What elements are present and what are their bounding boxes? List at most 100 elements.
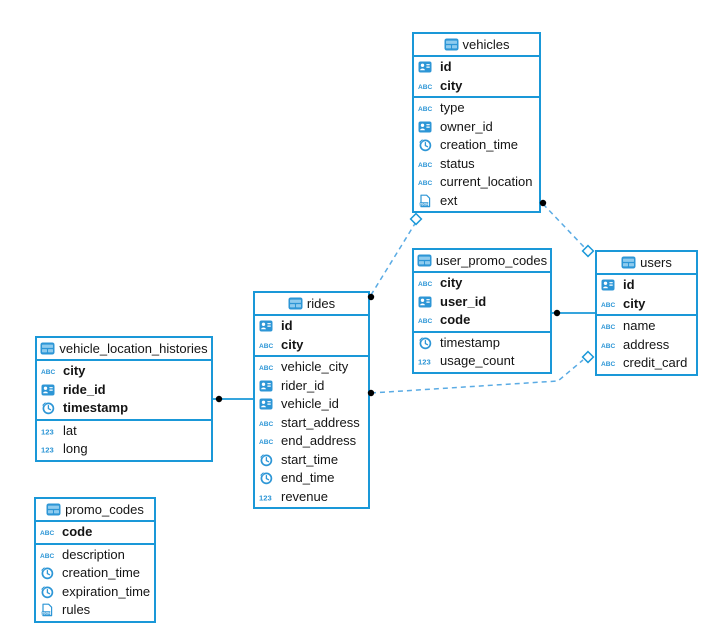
- column-type-icon-cell: ABC: [418, 81, 437, 91]
- column-type-icon-cell: ABC: [259, 340, 278, 350]
- column-name-label: creation_time: [440, 137, 519, 153]
- column-row-lat[interactable]: 123 lat: [37, 422, 211, 441]
- column-row-expiration_time[interactable]: expiration_time: [36, 583, 154, 602]
- table-name-label: users: [640, 255, 672, 270]
- column-name-label: type: [440, 100, 465, 116]
- column-row-ride_id[interactable]: ride_id: [37, 381, 211, 400]
- abc-text-icon: ABC: [418, 84, 433, 91]
- svg-text:ABC: ABC: [40, 530, 55, 537]
- number-123-icon: 123: [418, 358, 431, 367]
- column-row-creation_time[interactable]: creation_time: [36, 564, 154, 583]
- column-name-label: lat: [63, 422, 77, 438]
- column-type-icon-cell: [418, 336, 437, 350]
- column-name-label: start_address: [281, 414, 360, 430]
- column-row-rider_id[interactable]: rider_id: [255, 377, 368, 396]
- column-type-icon-cell: [259, 320, 278, 332]
- table-header-vehicles[interactable]: vehicles: [414, 34, 539, 57]
- svg-text:123: 123: [41, 427, 54, 436]
- column-type-icon-cell: ABC: [418, 278, 437, 288]
- column-row-user_id[interactable]: user_id: [414, 293, 550, 312]
- column-type-icon-cell: [259, 471, 278, 485]
- id-badge-icon: [259, 380, 273, 392]
- column-row-start_time[interactable]: start_time: [255, 451, 368, 470]
- abc-text-icon: ABC: [259, 365, 274, 372]
- column-row-id[interactable]: id: [255, 317, 368, 336]
- svg-text:123: 123: [41, 446, 54, 455]
- table-grid-icon: [444, 38, 459, 51]
- column-type-icon-cell: [41, 384, 60, 396]
- table-header-users[interactable]: users: [597, 252, 696, 275]
- table-header-user_promo_codes[interactable]: user_promo_codes: [414, 250, 550, 273]
- column-type-icon-cell: ABC: [40, 527, 59, 537]
- column-row-creation_time[interactable]: creation_time: [414, 136, 539, 155]
- abc-text-icon: ABC: [601, 324, 616, 331]
- clock-icon: [40, 585, 54, 599]
- column-row-timestamp[interactable]: timestamp: [37, 399, 211, 418]
- column-row-id[interactable]: id: [414, 58, 539, 77]
- column-name-label: creation_time: [62, 565, 141, 581]
- column-type-icon-cell: ABC: [601, 358, 620, 368]
- column-row-city[interactable]: ABC city: [414, 274, 550, 293]
- column-row-owner_id[interactable]: owner_id: [414, 118, 539, 137]
- column-name-label: city: [623, 295, 646, 311]
- column-type-icon-cell: [418, 138, 437, 152]
- column-type-icon-cell: [40, 585, 59, 599]
- table-name-label: user_promo_codes: [435, 253, 548, 268]
- table-icon-cell: [417, 254, 432, 267]
- column-name-label: expiration_time: [62, 583, 151, 599]
- column-row-vehicle_id[interactable]: vehicle_id: [255, 395, 368, 414]
- column-row-timestamp[interactable]: timestamp: [414, 334, 550, 353]
- table-name-label: vehicle_location_histories: [59, 341, 208, 356]
- column-row-id[interactable]: id: [597, 276, 696, 295]
- column-type-icon-cell: ABC: [259, 436, 278, 446]
- column-name-label: end_time: [281, 470, 335, 486]
- table-header-vehicle_location_histories[interactable]: vehicle_location_histories: [37, 338, 211, 361]
- relation-line: [542, 203, 585, 248]
- column-row-end_time[interactable]: end_time: [255, 469, 368, 488]
- table-header-rides[interactable]: rides: [255, 293, 368, 316]
- table-header-promo_codes[interactable]: promo_codes: [36, 499, 154, 522]
- id-badge-icon: [259, 320, 273, 332]
- column-type-icon-cell: JSON: [40, 603, 59, 617]
- table-icon-cell: [40, 342, 55, 355]
- column-name-label: id: [281, 318, 293, 334]
- column-type-icon-cell: [259, 398, 278, 410]
- column-type-icon-cell: ABC: [601, 340, 620, 350]
- clock-icon: [41, 401, 55, 415]
- column-name-label: city: [440, 275, 463, 291]
- json-doc-icon: JSON: [419, 194, 431, 207]
- svg-text:ABC: ABC: [418, 281, 433, 288]
